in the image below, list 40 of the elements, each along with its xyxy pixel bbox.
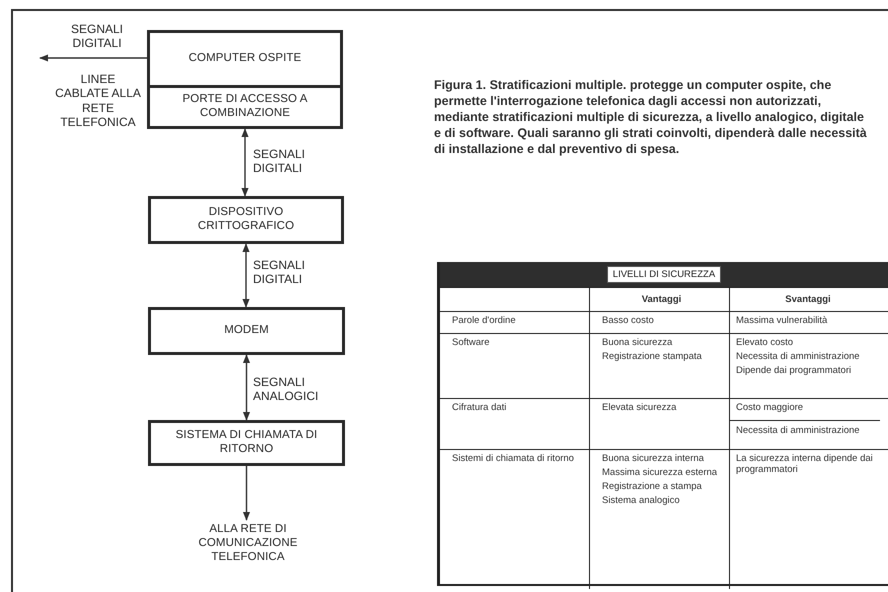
process-box [147, 85, 343, 129]
table-cell-text: Software [452, 338, 490, 349]
box-label: DISPOSITIVO CRITTOGRAFICO [196, 206, 296, 234]
table-title: LIVELLI DI SICUREZZA [606, 266, 722, 283]
table-cell-text: La sicurezza interna dipende dai programmatori [736, 454, 874, 476]
table-cell-text: Registrazione stampata [602, 352, 702, 363]
column-header: Vantaggi [642, 295, 682, 306]
table-cell-text: Necessita di amministrazione [736, 352, 860, 363]
table-cell-text: Basso costo [602, 316, 654, 327]
arrow [39, 54, 147, 62]
table-cell-text: Necessita di amministrazione [730, 420, 880, 437]
table-cell-text: Elevato costo [736, 338, 794, 349]
arrow [241, 128, 249, 197]
table-cell-text: Massima vulnerabilità [736, 316, 828, 327]
arrow [242, 354, 250, 421]
table-cell-text: Elevata sicurezza [602, 403, 676, 414]
box-label: MODEM [224, 324, 269, 338]
column-header: Svantaggi [785, 295, 831, 306]
process-box [148, 420, 345, 466]
box-label: COMPUTER OSPITE [188, 52, 302, 66]
destination-text: ALLA RETE DI COMUNICAZIONE TELEFONICA [178, 520, 318, 568]
table-cell-text: Massima sicurezza esterna [602, 468, 718, 479]
table-cell-text: Registrazione a stampa [602, 482, 702, 493]
process-box [148, 196, 344, 244]
table-cell-text: Dipende dai programmatori [736, 366, 852, 377]
table-cell-text: Cifratura dati [452, 403, 506, 414]
box-label: SISTEMA DI CHIAMATA DI RITORNO [175, 429, 318, 457]
table-cell-text: Buona sicurezza interna [602, 454, 704, 465]
figure-caption: Figura 1. Stratificazioni multiple. protegge un computer ospite, che permette l'interrogazione telefonica dagli accessi non autorizzati, mediante stratificazioni multiple di sicurezza, a livello analogico, digitale e di software. Quali saranno gli strati coinvolti, dipenderà dalle necessità di installazione e dal preventivo di spesa. [434, 78, 868, 158]
arrow [242, 243, 250, 308]
table-cell-text: Costo maggiore [736, 403, 804, 414]
box-label: PORTE DI ACCESSO A COMBINAZIONE [182, 93, 308, 121]
process-box [148, 307, 345, 355]
line-note: LINEE CABLATE ALLA RETE TELEFONICA [54, 72, 142, 130]
arrow [242, 466, 250, 521]
table-cell-text: Sistema analogico [602, 496, 680, 507]
table-cell-text: Sistemi di chiamata di ritorno [452, 454, 574, 465]
table-cell-text: Buona sicurezza [602, 338, 672, 349]
process-box [147, 30, 343, 88]
table-cell-text: Parole d'ordine [452, 316, 516, 327]
